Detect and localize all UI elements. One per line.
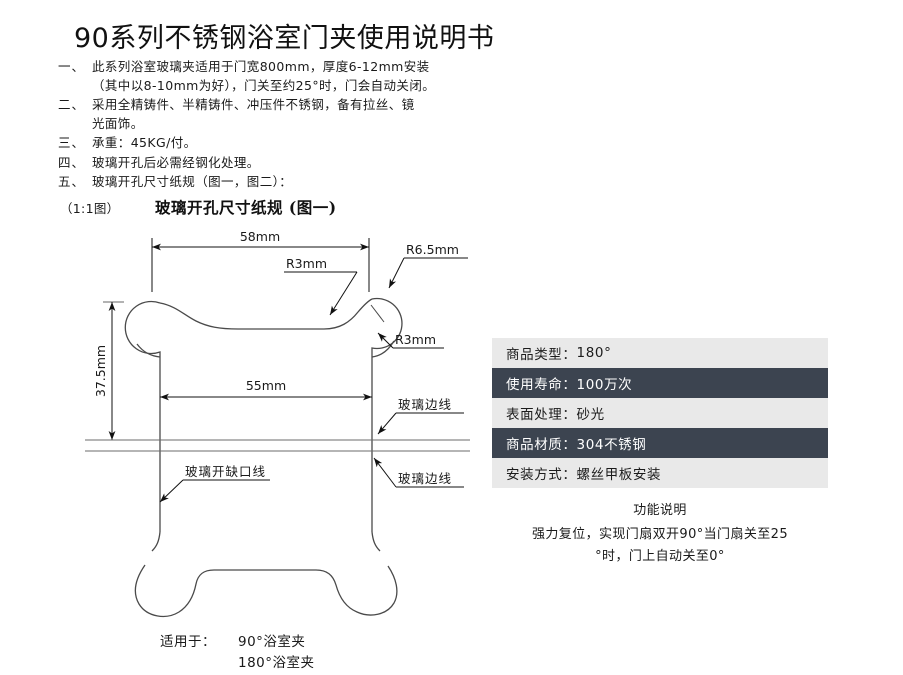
clause-number: 四、 — [58, 154, 86, 170]
caption-prefix: 适用于： — [160, 634, 216, 650]
dimension-label-58mm: 58mm — [240, 229, 280, 244]
spec-row: 表面处理： 砂光 — [492, 398, 828, 428]
annotation-notch-line: 玻璃开缺口线 — [185, 464, 266, 479]
spec-label: 使用寿命： — [506, 377, 577, 393]
annotation-glass-edge-upper: 玻璃边线 — [398, 397, 452, 412]
clause-item: 三、 承重：45KG/付。 — [58, 134, 528, 153]
spec-value: 304不锈钢 — [576, 437, 647, 453]
clause-text: 玻璃开孔尺寸纸规（图一，图二）： — [92, 173, 528, 192]
bottom-caption: 适用于： 90°浴室夹 适用于： 180°浴室夹 — [160, 632, 315, 674]
cutout-left-fillet — [136, 343, 161, 358]
spec-label: 安装方式： — [506, 467, 577, 483]
cutout-right-fillet — [371, 340, 395, 358]
spec-row: 使用寿命： 100万次 — [492, 368, 828, 398]
clause-line: 采用全精铸件、半精铸件、冲压件不锈钢，备有拉丝、镜 — [92, 97, 415, 112]
dimension-label-375mm: 37.5mm — [93, 345, 108, 397]
spec-row: 安装方式： 螺丝甲板安装 — [492, 458, 828, 488]
leader-line-r3-right — [377, 332, 394, 349]
clause-item: 四、 玻璃开孔后必需经钢化处理。 — [58, 154, 528, 173]
clause-line: 承重：45KG/付。 — [92, 135, 197, 150]
cutout-left-tail — [151, 531, 161, 552]
clause-number: 二、 — [58, 97, 86, 112]
bottom-bracket-profile — [134, 564, 398, 618]
clause-text: 承重：45KG/付。 — [92, 134, 528, 153]
function-line: °时，门上自动关至0° — [595, 549, 725, 564]
clause-item: 二、 采用全精铸件、半精铸件、冲压件不锈钢，备有拉丝、镜 光面饰。 — [58, 96, 528, 133]
annotation-glass-edge-lower: 玻璃边线 — [398, 471, 452, 486]
spec-label: 商品类型： — [506, 347, 577, 363]
clause-line: （其中以8-10mm为好），门关至约25°时，门会自动关闭。 — [92, 77, 436, 93]
cutout-left-profile — [124, 300, 161, 532]
spec-row: 商品类型： 180° — [492, 338, 828, 368]
clause-line: 光面饰。 — [92, 115, 144, 131]
clause-item: 五、 玻璃开孔尺寸纸规（图一，图二）： — [58, 173, 528, 192]
function-line: 强力复位，实现门扇双开90°当门扇关至25 — [532, 527, 788, 542]
caption-row: 适用于： 90°浴室夹 — [160, 632, 315, 653]
page-title: 90系列不锈钢浴室门夹使用说明书 — [74, 23, 495, 54]
dimension-label-r65: R6.5mm — [406, 242, 459, 257]
clause-item: 一、 此系列浴室玻璃夹适用于门宽800mm，厚度6-12mm安装 （其中以8-1… — [58, 58, 528, 95]
clause-text: 采用全精铸件、半精铸件、冲压件不锈钢，备有拉丝、镜 光面饰。 — [92, 96, 528, 133]
clause-line: 此系列浴室玻璃夹适用于门宽800mm，厚度6-12mm安装 — [92, 59, 430, 74]
leader-line-r3-top — [329, 271, 358, 316]
caption-option-90: 90°浴室夹 — [238, 634, 306, 650]
spec-table: 商品类型： 180° 使用寿命： 100万次 表面处理： 砂光 商品材质： 30… — [492, 338, 828, 488]
clause-text: 此系列浴室玻璃夹适用于门宽800mm，厚度6-12mm安装 （其中以8-10mm… — [92, 58, 528, 95]
spec-label: 表面处理： — [506, 407, 577, 423]
figure-scale-label: （1:1图） — [60, 201, 120, 216]
clause-number: 一、 — [58, 59, 86, 74]
spec-label: 商品材质： — [506, 437, 577, 453]
spec-value: 100万次 — [576, 377, 633, 393]
function-heading: 功能说明 — [633, 503, 687, 518]
leader-line-notch — [159, 479, 184, 503]
spec-value: 180° — [576, 345, 612, 361]
radius-tick-r65 — [370, 304, 385, 323]
dimension-label-r3-right: R3mm — [395, 332, 436, 347]
leader-line-r65 — [388, 257, 405, 289]
spec-value: 砂光 — [576, 407, 605, 423]
dimension-label-55mm: 55mm — [246, 378, 286, 393]
leader-line-glass-edge-lower — [373, 457, 397, 488]
cutout-right-profile — [371, 297, 403, 532]
caption-option-180: 180°浴室夹 — [238, 655, 315, 671]
cutout-right-tail — [371, 531, 381, 552]
dimension-label-r3-top: R3mm — [286, 256, 327, 271]
caption-row: 适用于： 180°浴室夹 — [160, 653, 315, 674]
spec-value: 螺丝甲板安装 — [576, 467, 662, 483]
clause-number: 三、 — [58, 135, 86, 150]
clause-text: 玻璃开孔后必需经钢化处理。 — [92, 154, 528, 173]
clause-line: 玻璃开孔尺寸纸规（图一，图二）： — [92, 174, 293, 189]
clause-line: 玻璃开孔后必需经钢化处理。 — [92, 154, 260, 170]
figure-title: 玻璃开孔尺寸纸规 (图一) — [155, 198, 337, 217]
clause-list: 一、 此系列浴室玻璃夹适用于门宽800mm，厚度6-12mm安装 （其中以8-1… — [58, 58, 528, 193]
cutout-top-valley — [159, 298, 373, 330]
clause-number: 五、 — [58, 174, 86, 189]
spec-row: 商品材质： 304不锈钢 — [492, 428, 828, 458]
leader-line-glass-edge-upper — [377, 412, 397, 435]
function-description: 功能说明 强力复位，实现门扇双开90°当门扇关至25 °时，门上自动关至0° — [470, 500, 850, 568]
